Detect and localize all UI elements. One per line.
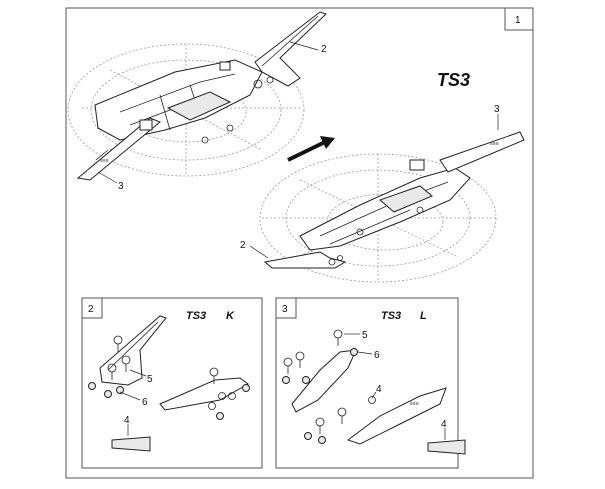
detail-k-title: TS3 <box>186 310 206 322</box>
detail-k-callout-5: 5 <box>147 374 153 385</box>
long-bar-part-3-right <box>439 131 525 173</box>
detail-box-l-number: 3 <box>282 304 288 315</box>
nut-group-k <box>88 382 250 420</box>
figure-number: 1 <box>515 15 521 26</box>
detail-l-callout-4-top: 4 <box>376 384 382 395</box>
detail-k-variant: K <box>226 310 235 322</box>
detail-l-parts: ≡≡≡ <box>282 329 466 455</box>
model-title: TS3 <box>437 70 470 90</box>
detail-box-l-number-box <box>275 297 297 319</box>
bolt-group-l <box>283 329 376 434</box>
detail-l-callout-5: 5 <box>362 330 368 341</box>
detail-l-title: TS3 <box>381 310 401 322</box>
blade-arm-part-2 <box>254 11 327 87</box>
detail-l-callout-4-bottom: 4 <box>441 419 447 430</box>
svg-text:≡≡≡: ≡≡≡ <box>490 141 499 147</box>
svg-text:≡≡≡: ≡≡≡ <box>100 158 109 164</box>
svg-text:≡≡≡: ≡≡≡ <box>410 401 419 407</box>
tool-part-4-k <box>111 436 151 452</box>
upper-left-assembly: ≡≡≡ <box>67 11 327 181</box>
direction-arrow <box>287 136 335 162</box>
detail-box-k <box>81 297 263 469</box>
long-bar-part-3 <box>76 117 161 181</box>
outer-frame <box>65 7 534 479</box>
detail-k-parts <box>88 315 250 452</box>
blade-arm-part-2-right <box>263 251 347 269</box>
detail-l-variant: L <box>420 310 427 322</box>
lower-right-assembly: ≡≡≡ <box>259 131 525 283</box>
callout-2-right: 2 <box>240 240 246 251</box>
tool-part-4-l <box>427 439 466 455</box>
detail-box-k-number: 2 <box>88 304 94 315</box>
detail-box-k-number-box <box>81 297 103 319</box>
detail-box-l <box>275 297 459 469</box>
detail-l-callout-6: 6 <box>374 350 380 361</box>
bolt-group-k <box>107 335 236 410</box>
callout-3-left: 3 <box>118 181 124 192</box>
figure-number-box <box>504 7 534 31</box>
callout-3-right: 3 <box>494 104 500 115</box>
detail-k-callout-6: 6 <box>142 397 148 408</box>
detail-k-callout-4: 4 <box>124 415 130 426</box>
nut-group-l <box>282 348 358 444</box>
callout-2-top: 2 <box>321 44 327 55</box>
